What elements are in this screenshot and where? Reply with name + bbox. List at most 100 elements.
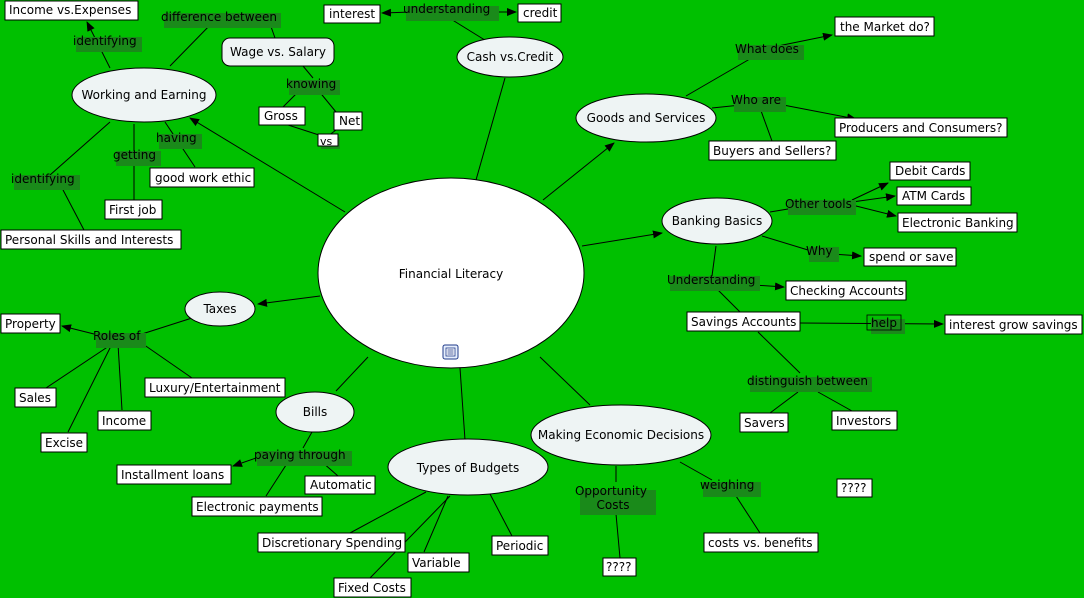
- fixed-costs-label: Fixed Costs: [338, 581, 406, 595]
- node-net[interactable]: Net: [333, 111, 363, 131]
- node-debit-cards[interactable]: Debit Cards: [889, 161, 971, 181]
- understanding-banking-label: Understanding: [667, 273, 755, 287]
- node-costs-vs-benefits[interactable]: costs vs. benefits: [703, 532, 819, 553]
- node-goods-and-services[interactable]: Goods and Services: [575, 93, 717, 143]
- what-does-label: What does: [735, 42, 799, 56]
- center-title: Financial Literacy: [399, 267, 503, 281]
- link-understanding-cash: understanding: [403, 2, 499, 21]
- notes-icon[interactable]: [442, 344, 459, 360]
- node-credit[interactable]: credit: [517, 3, 562, 23]
- working-node-label: Working and Earning: [82, 88, 207, 102]
- vs-label: vs: [320, 135, 333, 148]
- node-excise[interactable]: Excise: [40, 432, 88, 453]
- node-property[interactable]: Property: [0, 313, 61, 334]
- identifying-2-label: identifying: [11, 172, 75, 186]
- spend-save-label: spend or save: [869, 250, 953, 264]
- personal-skills-label: Personal Skills and Interests: [5, 233, 173, 247]
- link-roles-of: Roles of: [93, 329, 146, 348]
- getting-label: getting: [113, 148, 156, 162]
- opportunity-line-1: Opportunity: [575, 484, 647, 498]
- node-good-work-ethic[interactable]: good work ethic: [149, 167, 255, 188]
- node-taxes[interactable]: Taxes: [184, 291, 256, 327]
- node-atm-cards[interactable]: ATM Cards: [896, 186, 972, 206]
- link-weighing: weighing: [700, 478, 761, 497]
- node-discretionary-spending[interactable]: Discretionary Spending: [257, 532, 406, 553]
- node-income-vs-expenses[interactable]: Income vs.Expenses: [4, 0, 139, 21]
- node-checking-accounts[interactable]: Checking Accounts: [785, 280, 907, 301]
- node-first-job[interactable]: First job: [104, 199, 163, 220]
- taxes-node-label: Taxes: [202, 302, 236, 316]
- node-fixed-costs[interactable]: Fixed Costs: [333, 577, 412, 598]
- node-bills[interactable]: Bills: [275, 391, 355, 433]
- node-income[interactable]: Income: [97, 410, 152, 431]
- unknown-2-label: ????: [841, 481, 866, 495]
- node-savers[interactable]: Savers: [739, 412, 789, 433]
- node-the-market[interactable]: the Market do?: [834, 16, 935, 37]
- goods-branch: Goods and Services What does the Market …: [575, 16, 1008, 161]
- node-investors[interactable]: Investors: [831, 410, 898, 431]
- difference-between-label: difference between: [161, 10, 277, 24]
- decisions-node-label: Making Economic Decisions: [538, 428, 704, 442]
- link-identifying-1: identifying: [73, 34, 142, 52]
- link-identifying-2: identifying: [11, 172, 80, 190]
- link-help: help: [866, 314, 905, 334]
- center-node[interactable]: Financial Literacy: [317, 177, 585, 369]
- node-interest[interactable]: interest: [323, 4, 381, 24]
- cash-node-label: Cash vs.Credit: [467, 50, 554, 64]
- unknown-1-label: ????: [606, 560, 631, 574]
- node-gross[interactable]: Gross: [258, 106, 306, 126]
- node-interest-grow-savings[interactable]: interest grow savings: [944, 314, 1083, 335]
- sales-label: Sales: [19, 391, 51, 405]
- electronic-payments-label: Electronic payments: [196, 500, 319, 514]
- node-electronic-payments[interactable]: Electronic payments: [191, 496, 323, 517]
- node-producers-consumers[interactable]: Producers and Consumers?: [834, 117, 1008, 138]
- automatic-label: Automatic: [310, 478, 372, 492]
- node-sales[interactable]: Sales: [14, 387, 57, 408]
- node-banking-basics[interactable]: Banking Basics: [661, 197, 773, 245]
- node-cash-vs-credit[interactable]: Cash vs.Credit: [456, 36, 564, 78]
- node-electronic-banking[interactable]: Electronic Banking: [897, 212, 1018, 233]
- node-types-of-budgets[interactable]: Types of Budgets: [387, 438, 549, 496]
- banking-node-label: Banking Basics: [672, 214, 763, 228]
- decisions-branch: Making Economic Decisions Opportunity Co…: [530, 404, 873, 577]
- bills-node-label: Bills: [303, 405, 328, 419]
- first-job-label: First job: [109, 203, 156, 217]
- node-variable[interactable]: Variable: [407, 552, 470, 573]
- bills-branch: Bills paying through Installment loans A…: [116, 391, 376, 517]
- distinguish-label: distinguish between: [747, 374, 868, 388]
- why-label: Why: [806, 244, 833, 258]
- investors-label: Investors: [836, 414, 891, 428]
- checking-label: Checking Accounts: [790, 284, 904, 298]
- budgets-node-label: Types of Budgets: [416, 461, 519, 475]
- node-savings-accounts[interactable]: Savings Accounts: [686, 311, 801, 332]
- node-personal-skills[interactable]: Personal Skills and Interests: [0, 229, 182, 250]
- other-tools-label: Other tools: [785, 197, 852, 211]
- node-making-economic-decisions[interactable]: Making Economic Decisions: [530, 404, 712, 466]
- link-other-tools: Other tools: [785, 197, 856, 215]
- banking-branch: Banking Basics Other tools Debit Cards A…: [661, 161, 1083, 433]
- link-knowing: knowing: [286, 77, 340, 95]
- having-label: having: [156, 131, 197, 145]
- node-spend-or-save[interactable]: spend or save: [863, 247, 957, 267]
- discretionary-label: Discretionary Spending: [262, 536, 402, 550]
- help-label: help: [871, 316, 897, 330]
- costs-benefits-label: costs vs. benefits: [708, 536, 812, 550]
- node-working-and-earning[interactable]: Working and Earning: [71, 67, 217, 123]
- node-wage-vs-salary[interactable]: Wage vs. Salary: [221, 37, 335, 67]
- opportunity-line-2: Costs: [597, 498, 630, 512]
- link-having: having: [156, 131, 202, 149]
- node-unknown-1[interactable]: ????: [602, 557, 637, 577]
- working-branch: Working and Earning Income vs.Expenses i…: [0, 0, 363, 250]
- producers-label: Producers and Consumers?: [839, 121, 1002, 135]
- luxury-label: Luxury/Entertainment: [149, 381, 281, 395]
- node-periodic[interactable]: Periodic: [491, 535, 549, 556]
- debit-label: Debit Cards: [895, 164, 965, 178]
- node-luxury-entertainment[interactable]: Luxury/Entertainment: [144, 377, 286, 398]
- node-buyers-sellers[interactable]: Buyers and Sellers?: [708, 140, 837, 161]
- node-automatic[interactable]: Automatic: [304, 475, 376, 495]
- gross-label: Gross: [264, 109, 298, 123]
- node-installment-loans[interactable]: Installment loans: [116, 464, 232, 485]
- income-label: Income: [102, 414, 146, 428]
- atm-label: ATM Cards: [902, 189, 965, 203]
- node-unknown-2[interactable]: ????: [836, 478, 873, 498]
